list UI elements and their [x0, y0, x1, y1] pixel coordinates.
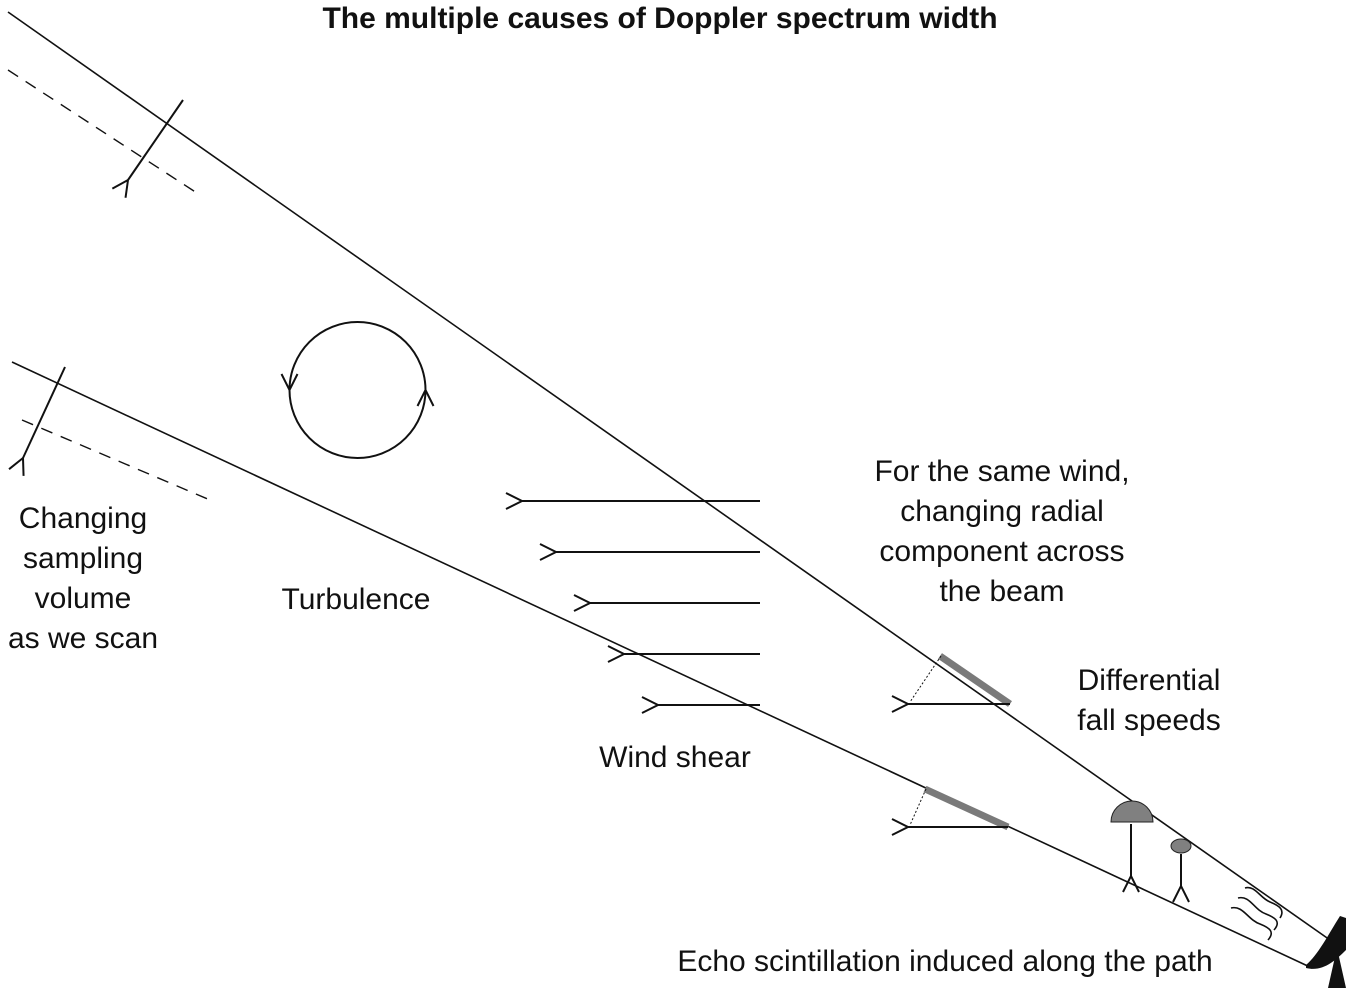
scan-arrow-upper — [128, 99, 184, 180]
radial-dotted-lower — [909, 788, 927, 826]
radial-dotted-upper — [909, 655, 942, 703]
radar-dish-icon — [1306, 916, 1346, 988]
scan-arrow-lower — [23, 366, 66, 458]
beam-highlight-upper — [938, 653, 1012, 707]
fall-speeds-line-2: fall speeds — [1077, 704, 1220, 737]
scanning-line-1: Changing — [19, 502, 147, 535]
raindrop-icon — [1110, 800, 1154, 823]
radial-line-2: changing radial — [900, 495, 1103, 528]
beam-upper-edge — [7, 11, 1331, 941]
scan-dashed-upper — [7, 69, 201, 196]
scanning-label: Changing sampling volume as we scan — [8, 502, 158, 655]
wind-shear-label: Wind shear — [599, 741, 751, 774]
radial-line-4: the beam — [939, 575, 1064, 608]
radial-component-lower — [908, 785, 1010, 831]
radial-label: For the same wind, changing radial compo… — [874, 455, 1129, 608]
turbulence-eddy-icon — [290, 321, 426, 459]
scanning-line-2: sampling — [23, 542, 143, 575]
scintillation-label: Echo scintillation induced along the pat… — [677, 945, 1212, 978]
radial-line-3: component across — [879, 535, 1124, 568]
fall-speeds-line-1: Differential — [1078, 664, 1221, 697]
raindrop-icon-small — [1170, 838, 1192, 854]
scintillation-wave-icon — [1230, 886, 1283, 941]
radial-component-upper — [908, 653, 1012, 707]
wind-shear-arrows — [522, 501, 760, 705]
scan-dashed-lower — [21, 419, 211, 501]
scanning-line-3: volume — [35, 582, 132, 615]
scan-motion — [7, 69, 211, 501]
fall-speeds-label: Differential fall speeds — [1077, 664, 1220, 737]
fall-speeds — [1110, 800, 1192, 886]
scanning-line-4: as we scan — [8, 622, 158, 655]
radar-beam — [7, 11, 1331, 969]
beam-highlight-lower — [923, 785, 1010, 831]
radial-line-1: For the same wind, — [874, 455, 1129, 488]
beam-lower-edge — [11, 361, 1313, 969]
diagram-title: The multiple causes of Doppler spectrum … — [322, 2, 997, 35]
turbulence-label: Turbulence — [282, 583, 431, 616]
